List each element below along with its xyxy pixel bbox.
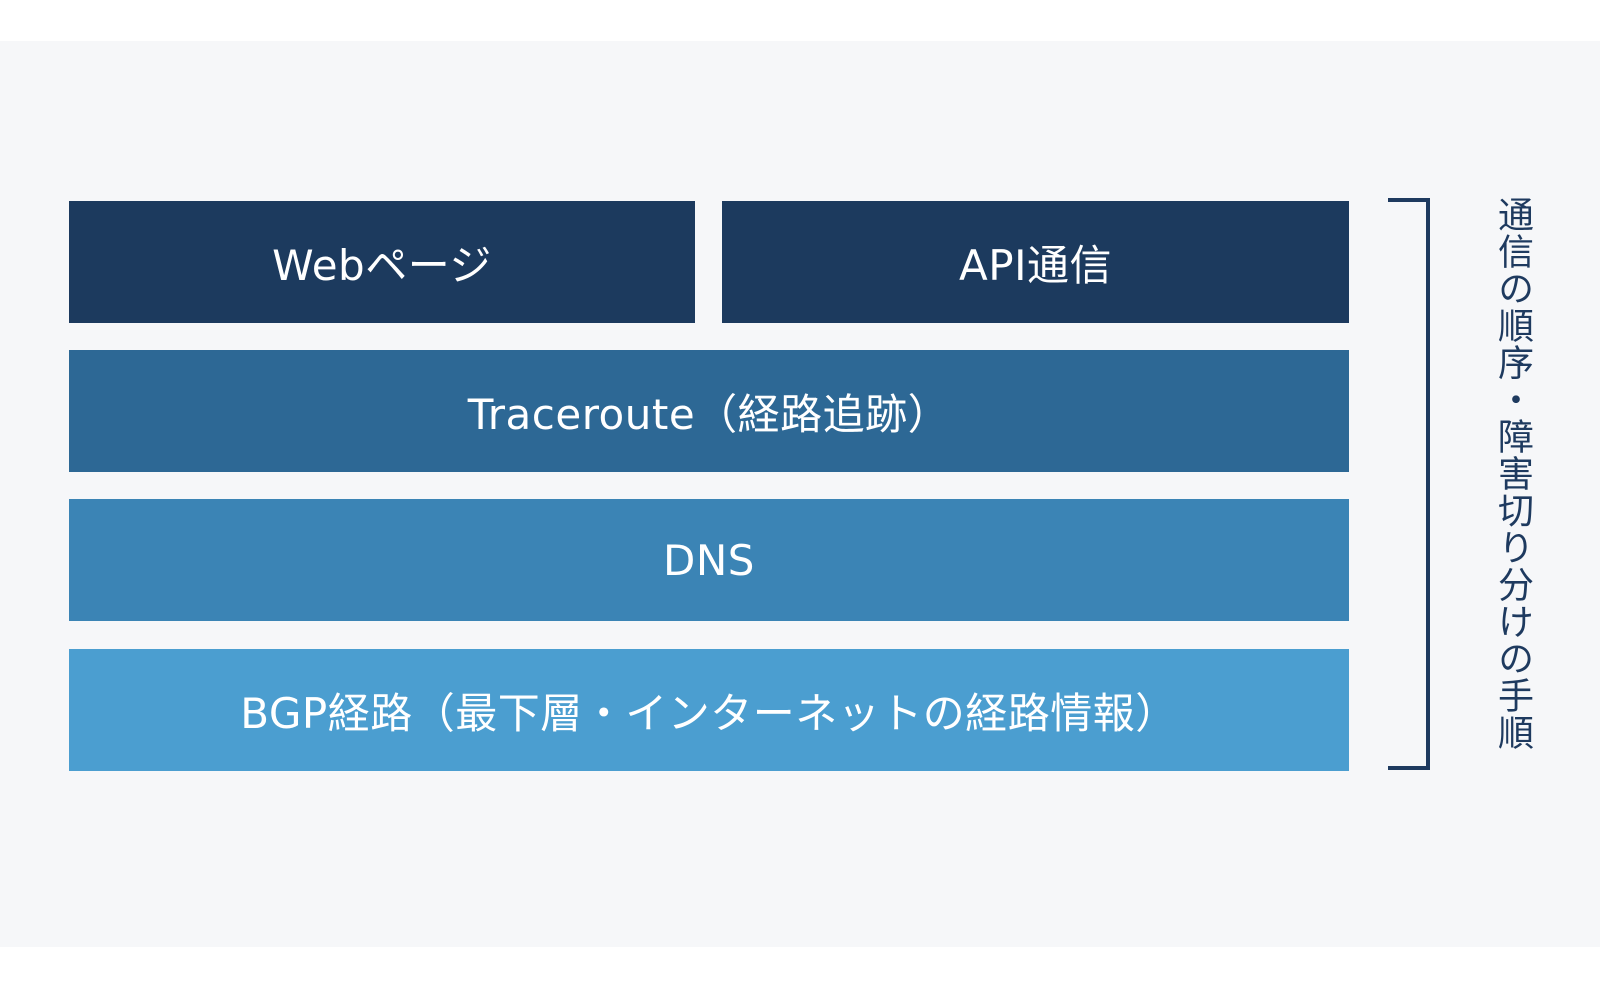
layer-dns: DNS (69, 499, 1349, 621)
layer-api-communication-label: API通信 (959, 240, 1112, 290)
layer-dns-label: DNS (663, 535, 755, 585)
layer-traceroute-label: Traceroute（経路追跡） (467, 389, 951, 439)
layer-api-communication: API通信 (722, 201, 1349, 323)
right-bracket (1388, 198, 1430, 770)
layer-bgp-route-label: BGP経路（最下層・インターネットの経路情報） (240, 688, 1178, 738)
diagram-canvas (0, 41, 1600, 947)
side-label-procedure: 通信の順序・障害切り分けの手順 (1492, 196, 1533, 751)
layer-web-page-label: Webページ (272, 240, 492, 290)
layer-traceroute: Traceroute（経路追跡） (69, 350, 1349, 472)
layer-web-page: Webページ (69, 201, 695, 323)
layer-bgp-route: BGP経路（最下層・インターネットの経路情報） (69, 649, 1349, 771)
